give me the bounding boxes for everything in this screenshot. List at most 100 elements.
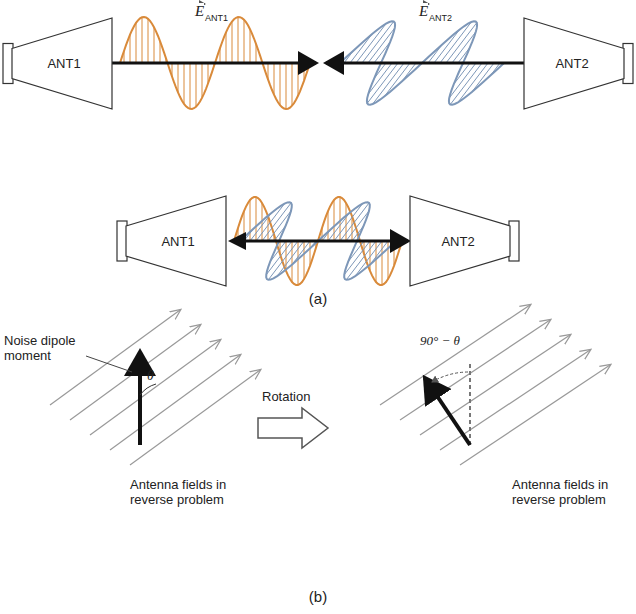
field-symbol: E: [419, 3, 428, 20]
antenna-label: ANT2: [555, 56, 588, 71]
field-stem: [280, 63, 281, 105]
field-stem: [277, 241, 304, 276]
arrow-head: [228, 232, 246, 250]
field-stem: [373, 63, 404, 104]
field-stem: [385, 63, 410, 96]
horn-antenna: ANT2: [408, 194, 520, 288]
field-stem: [346, 211, 369, 241]
horn-antenna: ANT2: [522, 16, 634, 111]
ghost-dipole: [469, 362, 471, 445]
field-stem: [250, 200, 251, 241]
field-stem: [124, 51, 125, 63]
field-stem: [286, 63, 287, 109]
field-stem: [304, 241, 305, 279]
angle-label: 90° − θ: [420, 334, 460, 349]
field-stem: [268, 211, 291, 241]
field-lines: [50, 305, 610, 465]
rotation-arrow: [258, 408, 328, 448]
field-stem: [250, 213, 271, 241]
field-stem: [362, 22, 394, 64]
field-stem: [256, 204, 285, 241]
field-stem: [268, 216, 269, 241]
field-stem: [458, 47, 470, 63]
field-stem: [266, 241, 292, 275]
field-stem: [280, 241, 281, 254]
field-stem: [490, 63, 500, 76]
field-stem: [428, 45, 442, 64]
field-line: [420, 335, 570, 435]
field-stem: [298, 63, 299, 96]
field-stem: [368, 63, 392, 94]
field-stem: [136, 23, 137, 63]
field-stem: [440, 22, 471, 63]
field-line: [70, 325, 200, 420]
field-stem: [446, 23, 477, 63]
dipole-label: Noise dipole moment: [4, 334, 86, 364]
field-line: [130, 370, 260, 465]
field-stem: [184, 63, 185, 104]
field-stem: [402, 63, 416, 82]
field-stem: [208, 63, 209, 84]
field-stem: [268, 241, 298, 280]
field-line: [380, 305, 530, 405]
field-stem: [292, 241, 310, 264]
field-stem: [452, 32, 476, 63]
field-stem: [344, 241, 370, 275]
field-stem: [220, 48, 221, 63]
field-stem: [262, 203, 291, 241]
field-stem: [352, 216, 353, 241]
angle-arc: [140, 384, 156, 395]
panel-label: (b): [309, 588, 327, 605]
field-line: [400, 320, 550, 420]
field-stem: [154, 27, 155, 63]
field-stem: [292, 63, 293, 106]
field-stem: [374, 63, 386, 79]
field-stem: [190, 63, 191, 109]
field-label: Antenna fields in reverse problem: [512, 478, 630, 508]
panel-label: (a): [309, 290, 327, 307]
field-stem: [172, 63, 173, 77]
leader-line: [86, 356, 132, 372]
field-stem: [250, 29, 251, 63]
field-stem: [226, 32, 227, 63]
field-line: [50, 310, 180, 405]
propagation-arrow: [242, 240, 408, 243]
field-stem: [328, 211, 329, 241]
field-stem: [142, 17, 143, 63]
field-stem: [328, 213, 349, 241]
field-stem: [196, 63, 197, 107]
field-stem: [274, 226, 286, 241]
field-stem: [355, 241, 382, 276]
field-stem: [292, 241, 293, 282]
field-label: Antenna fields in reverse problem: [130, 478, 246, 508]
field-stem: [304, 63, 305, 81]
horn-antenna: ANT1: [116, 194, 228, 288]
field-stem: [458, 63, 488, 102]
field-stem: [244, 20, 245, 63]
field-stem: [346, 203, 347, 241]
antenna-label: ANT1: [161, 234, 194, 249]
field-stem: [450, 63, 482, 105]
field-stem: [472, 63, 494, 92]
field-stem: [346, 241, 376, 280]
propagation-arrow: [112, 62, 316, 65]
antenna-label: ANT2: [441, 234, 474, 249]
field-stem: [178, 63, 179, 92]
field-stem: [394, 241, 395, 266]
field-stem: [202, 63, 203, 98]
horn-antenna: ANT1: [2, 16, 114, 111]
angle-label: θ: [147, 368, 154, 384]
field-stem: [160, 41, 161, 63]
field-stem: [370, 241, 388, 264]
field-symbol: E: [195, 3, 204, 20]
field-stem: [148, 19, 149, 63]
rotation-label: Rotation: [262, 390, 310, 405]
field-stem: [376, 241, 377, 282]
field-stem: [238, 17, 239, 63]
field-stem: [350, 34, 372, 63]
field-line: [460, 365, 610, 465]
field-stem: [382, 241, 383, 285]
field-stem: [232, 22, 233, 64]
field-stem: [356, 24, 386, 63]
propagation-arrow: [326, 62, 524, 65]
